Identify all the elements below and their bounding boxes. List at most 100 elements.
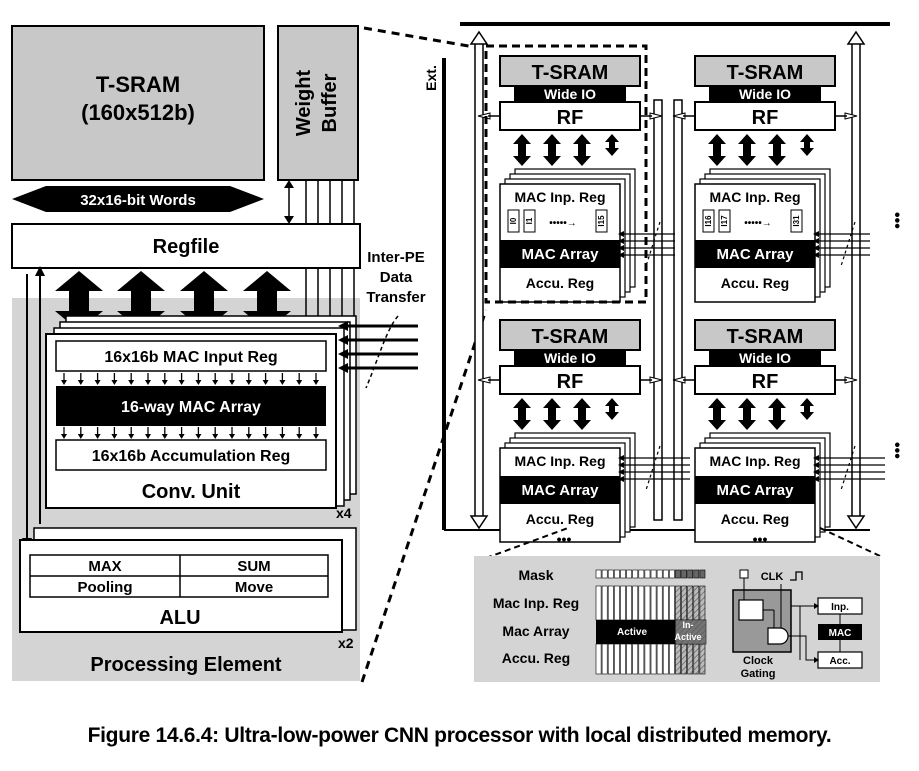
inter-pe-arrows xyxy=(346,324,418,370)
pe-input-cells-ellipsis: •••••→ xyxy=(744,218,772,229)
mac-array-label: 16-way MAC Array xyxy=(121,399,261,416)
clock-gating-and-gate xyxy=(767,627,789,645)
inter-pe-label-1: Inter-PE xyxy=(367,249,425,266)
weight-buffer-label-2: Buffer xyxy=(319,73,341,132)
pe-wide-io-box xyxy=(514,86,626,101)
alu-count: x2 xyxy=(338,635,354,651)
inset-mac-inp-label: Mac Inp. Reg xyxy=(493,595,579,611)
accum-arrows xyxy=(61,427,319,439)
pe-mac-array-label: MAC Array xyxy=(522,246,600,263)
pe-tsram-label: T-SRAM xyxy=(727,326,804,348)
bottom-ellipsis-1: ••• xyxy=(557,531,572,547)
clock-gating-inset: Mask Mac Inp. Reg Mac Array Accu. Reg Ac… xyxy=(474,527,881,682)
pe-tsram-label: T-SRAM xyxy=(532,326,609,348)
pe-mac-inp-label: MAC Inp. Reg xyxy=(515,189,606,205)
accum-reg-box xyxy=(55,439,327,471)
pe-mac-array-label: MAC Array xyxy=(717,246,795,263)
pe-accu-label: Accu. Reg xyxy=(526,275,594,291)
words-label: 32x16-bit Words xyxy=(80,192,196,209)
words-bus-arrow xyxy=(12,186,264,212)
pe-input-cell-label: I0 xyxy=(509,217,518,224)
left-tsram-size: (160x512b) xyxy=(81,100,195,125)
processing-element-label: Processing Element xyxy=(90,654,282,676)
regfile-label: Regfile xyxy=(153,236,220,258)
inset-inactive-2: Active xyxy=(674,632,701,642)
pe-wide-io-label: Wide IO xyxy=(739,350,791,366)
inset-mac-array-label: Mac Array xyxy=(502,623,569,639)
zoom-line-top xyxy=(363,26,481,50)
regfile-box xyxy=(11,223,361,269)
inset-active: Active xyxy=(617,627,647,638)
weight-buffer-box xyxy=(277,25,359,181)
alu-move: Move xyxy=(235,579,273,596)
clock-gating-latch xyxy=(738,599,764,621)
pe-mac-inp-label: MAC Inp. Reg xyxy=(515,453,606,469)
accum-reg-label: 16x16b Accumulation Reg xyxy=(92,448,291,465)
inset-mac-box xyxy=(818,624,862,640)
ext-label: Ext. xyxy=(423,65,439,91)
pe-wide-io-box xyxy=(709,350,821,365)
pe-tsram-box xyxy=(694,319,836,351)
pe-wide-io-box xyxy=(709,86,821,101)
clk-waveform-icon xyxy=(790,571,803,581)
pe-input-cell-label: I17 xyxy=(720,215,729,227)
inset-mac-label: MAC xyxy=(829,628,852,639)
inset-inactive-1: In- xyxy=(683,620,694,630)
pe-mac-array-box xyxy=(500,476,620,504)
pe-accu-label: Accu. Reg xyxy=(721,511,789,527)
right-ellipsis-1: ••• xyxy=(888,212,905,229)
clock-gating-label-1: Clock xyxy=(743,655,774,667)
pe-tsram-box xyxy=(694,55,836,87)
pe-accu-label: Accu. Reg xyxy=(721,275,789,291)
alu-sum: SUM xyxy=(237,558,270,575)
pe-input-cell-label: I31 xyxy=(792,215,801,227)
pe-input-cells-ellipsis: •••••→ xyxy=(549,218,577,229)
pe-tsram-label: T-SRAM xyxy=(727,62,804,84)
cnn-processor-diagram: T-SRAM (160x512b) Weight Buffer 32x16-bi… xyxy=(11,22,905,683)
pe-input-cell-label: I1 xyxy=(525,217,534,224)
vertical-hollow-buses xyxy=(474,39,861,521)
pe-mac-inp-label: MAC Inp. Reg xyxy=(710,189,801,205)
mac-input-reg-box xyxy=(55,340,327,372)
pe-accu-label: Accu. Reg xyxy=(526,511,594,527)
left-tsram-title: T-SRAM xyxy=(96,72,180,97)
pe-mac-array-box xyxy=(695,476,815,504)
pe-mac-inp-label: MAC Inp. Reg xyxy=(710,453,801,469)
left-processing-element: T-SRAM (160x512b) Weight Buffer 32x16-bi… xyxy=(11,25,426,681)
inter-pe-label-2: Data xyxy=(380,269,413,286)
alu-pooling: Pooling xyxy=(78,579,133,596)
weight-buffer-label-1: Weight xyxy=(293,70,315,137)
mac-array-box xyxy=(56,386,326,426)
inset-zoom-right xyxy=(819,527,881,557)
right-ellipsis-2: ••• xyxy=(888,442,905,459)
pe-rf-label: RF xyxy=(752,371,779,393)
pe-tsram-box xyxy=(499,319,641,351)
inset-inp-label: Inp. xyxy=(831,602,849,613)
inset-accu-label: Accu. Reg xyxy=(502,650,570,666)
mac-input-reg-label: 16x16b MAC Input Reg xyxy=(104,349,277,366)
pe-mac-array-label: MAC Array xyxy=(522,482,600,499)
clk-label: CLK xyxy=(761,571,784,583)
inset-activity-grid xyxy=(595,569,707,675)
pe-wide-io-label: Wide IO xyxy=(544,86,596,102)
left-tsram-box xyxy=(11,25,265,181)
pe-mac-array-box xyxy=(695,240,815,268)
pe-rf-box xyxy=(694,101,836,131)
mac-input-arrows xyxy=(61,373,319,385)
inset-acc-label: Acc. xyxy=(829,656,850,667)
regfile-alu-links xyxy=(26,268,41,544)
pe-tsram-label: T-SRAM xyxy=(532,62,609,84)
conv-unit-label: Conv. Unit xyxy=(142,481,241,503)
pe-rf-label: RF xyxy=(752,107,779,129)
pe-wide-io-label: Wide IO xyxy=(739,86,791,102)
alu-label: ALU xyxy=(159,607,200,629)
clock-gating-label-2: Gating xyxy=(741,668,776,680)
pe-mac-array-box xyxy=(500,240,620,268)
